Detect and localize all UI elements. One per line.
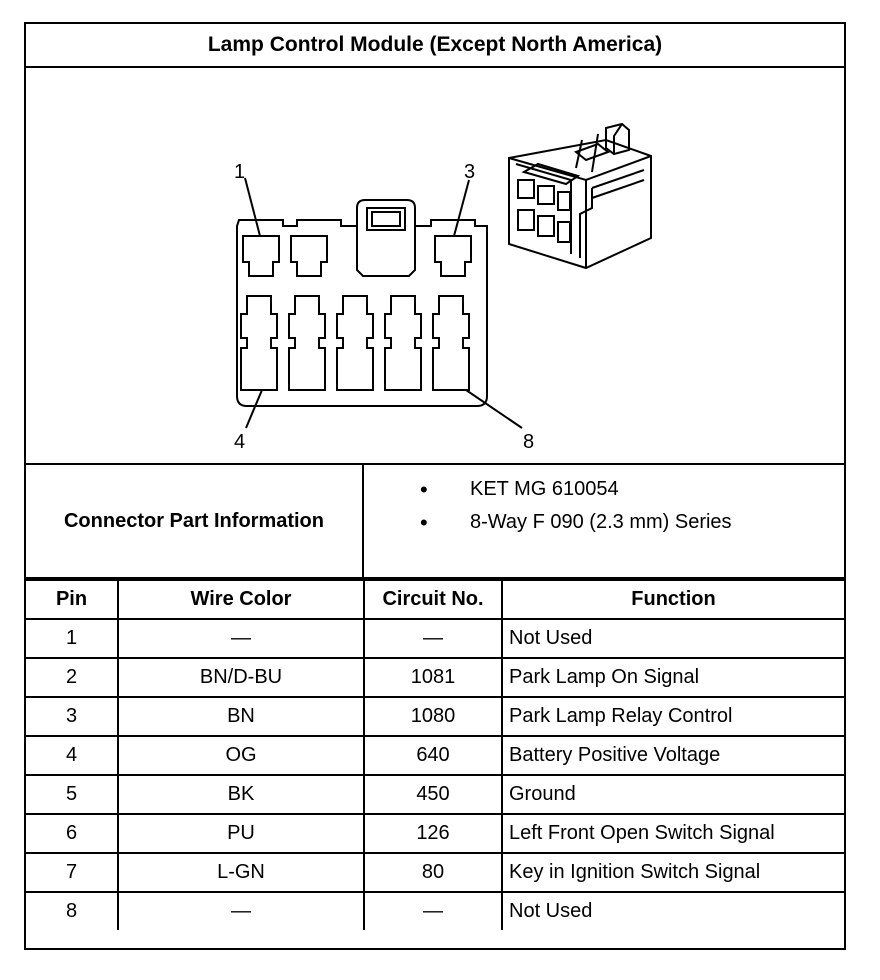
wire-color-cell: BK	[117, 774, 365, 815]
cavity-5	[288, 295, 326, 391]
table-row: 6 PU 126 Left Front Open Switch Signal	[26, 813, 844, 854]
connector-isometric-illustration	[508, 122, 652, 270]
table-row: 1 — — Not Used	[26, 618, 844, 659]
cavity-6	[336, 295, 374, 391]
locking-tab	[356, 199, 416, 226]
wire-color-cell: —	[117, 891, 365, 930]
header-pin: Pin	[26, 579, 119, 620]
function-cell: Not Used	[501, 618, 844, 659]
function-cell: Not Used	[501, 891, 844, 930]
wire-color-cell: OG	[117, 735, 365, 776]
locking-window	[366, 207, 406, 231]
function-cell: Left Front Open Switch Signal	[501, 813, 844, 854]
page-title: Lamp Control Module (Except North Americ…	[26, 24, 844, 68]
circuit-cell: —	[363, 618, 503, 659]
table-row: 3 BN 1080 Park Lamp Relay Control	[26, 696, 844, 737]
function-cell: Battery Positive Voltage	[501, 735, 844, 776]
circuit-cell: —	[363, 891, 503, 930]
leader-pin-3	[453, 179, 470, 237]
pin-cell: 2	[26, 657, 119, 698]
pin-cell: 3	[26, 696, 119, 737]
part-info-item: KET MG 610054	[364, 473, 842, 506]
cavity-7	[384, 295, 422, 391]
function-cell: Key in Ignition Switch Signal	[501, 852, 844, 893]
wire-color-cell: BN/D-BU	[117, 657, 365, 698]
leader-pin-4	[245, 389, 263, 429]
pin-cell: 7	[26, 852, 119, 893]
pin-cell: 8	[26, 891, 119, 930]
header-wire-color: Wire Color	[117, 579, 365, 620]
table-row: 4 OG 640 Battery Positive Voltage	[26, 735, 844, 776]
pin-label-1: 1	[234, 161, 245, 183]
cavity-8	[432, 295, 470, 391]
table-row: 5 BK 450 Ground	[26, 774, 844, 815]
pin-cell: 4	[26, 735, 119, 776]
wire-color-cell: BN	[117, 696, 365, 737]
pin-label-3: 3	[464, 161, 475, 183]
pin-label-8: 8	[523, 431, 534, 453]
wire-color-cell: —	[117, 618, 365, 659]
leader-pin-8	[465, 389, 523, 429]
connector-housing	[236, 219, 488, 407]
circuit-cell: 80	[363, 852, 503, 893]
cavity-4	[240, 295, 278, 391]
wire-color-cell: PU	[117, 813, 365, 854]
part-info-list: KET MG 610054 8-Way F 090 (2.3 mm) Serie…	[364, 473, 842, 573]
cavity-2	[290, 235, 328, 277]
part-info-item: 8-Way F 090 (2.3 mm) Series	[364, 506, 842, 539]
connector-face-drawing: 1 3 4 8	[234, 122, 652, 453]
function-cell: Park Lamp On Signal	[501, 657, 844, 698]
wire-color-cell: L-GN	[117, 852, 365, 893]
table-header-row: Pin Wire Color Circuit No. Function	[26, 579, 844, 620]
circuit-cell: 126	[363, 813, 503, 854]
table-row: 7 L-GN 80 Key in Ignition Switch Signal	[26, 852, 844, 893]
table-row: 8 — — Not Used	[26, 891, 844, 930]
table-row: 2 BN/D-BU 1081 Park Lamp On Signal	[26, 657, 844, 698]
circuit-cell: 1081	[363, 657, 503, 698]
pin-cell: 1	[26, 618, 119, 659]
header-circuit-no: Circuit No.	[363, 579, 503, 620]
cavity-1	[242, 235, 280, 277]
pin-table: Pin Wire Color Circuit No. Function 1 — …	[26, 579, 844, 930]
connector-part-information: Connector Part Information KET MG 610054…	[26, 463, 844, 579]
part-info-label: Connector Part Information	[26, 465, 364, 577]
circuit-cell: 450	[363, 774, 503, 815]
pin-label-4: 4	[234, 431, 245, 453]
function-cell: Park Lamp Relay Control	[501, 696, 844, 737]
header-function: Function	[501, 579, 844, 620]
cavity-3	[434, 235, 472, 277]
circuit-cell: 1080	[363, 696, 503, 737]
circuit-cell: 640	[363, 735, 503, 776]
connector-sheet: Lamp Control Module (Except North Americ…	[24, 22, 846, 950]
pin-cell: 6	[26, 813, 119, 854]
pin-cell: 5	[26, 774, 119, 815]
connector-diagram: 1 3 4 8	[26, 68, 844, 464]
function-cell: Ground	[501, 774, 844, 815]
leader-pin-1	[244, 177, 261, 237]
